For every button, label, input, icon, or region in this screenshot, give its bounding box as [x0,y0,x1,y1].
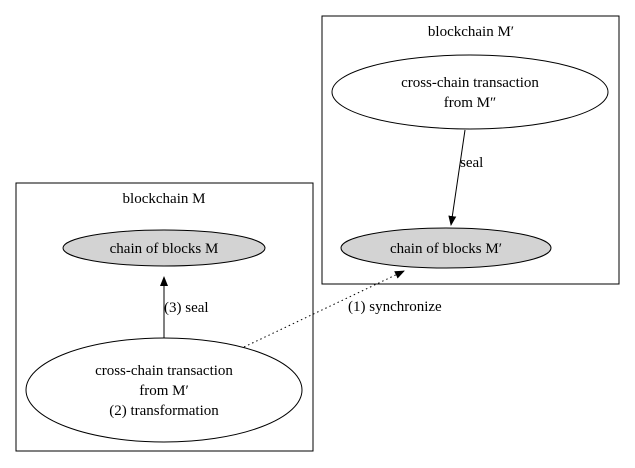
cluster-blockchain-m-prime-label: blockchain M′ [428,24,514,40]
edge-seal-left-label: (3) seal [164,300,209,316]
cluster-blockchain-m-prime: blockchain M′ [321,15,620,285]
node-tx-left-line-2: from M′ [139,383,189,399]
edge-seal-right: seal [448,129,483,226]
node-chain-of-blocks-m: chain of blocks M [62,229,266,267]
edge-synchronize: (1) synchronize [243,270,442,348]
edge-seal-left: (3) seal [160,276,209,340]
edge-synchronize-label: (1) synchronize [348,299,442,315]
node-tx-right-line-1: cross-chain transaction [401,75,539,91]
node-chain-of-blocks-m-prime-label: chain of blocks M′ [390,241,502,257]
edge-seal-right-label: seal [460,155,483,171]
node-cross-chain-transaction-left: cross-chain transaction from M′ (2) tran… [25,337,303,443]
node-cross-chain-transaction-right: cross-chain transaction from M″ [331,54,609,130]
cluster-blockchain-m-label: blockchain M [123,191,206,207]
node-tx-right-line-2: from M″ [444,95,497,111]
node-tx-left-line-1: cross-chain transaction [95,363,233,379]
node-chain-of-blocks-m-prime: chain of blocks M′ [340,227,552,269]
cluster-blockchain-m: blockchain M [15,182,314,452]
node-tx-left-line-3: (2) transformation [109,403,219,419]
node-chain-of-blocks-m-label: chain of blocks M [110,241,219,257]
